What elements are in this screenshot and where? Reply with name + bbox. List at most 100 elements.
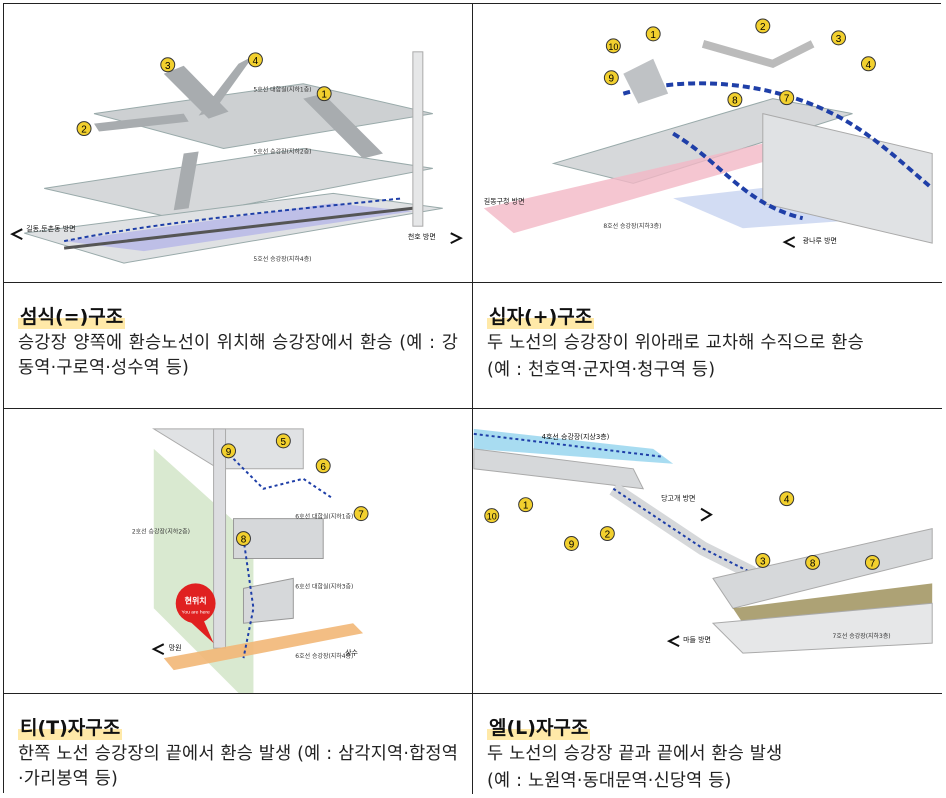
- label-dir-right: 상수: [345, 648, 358, 657]
- svg-text:1: 1: [523, 501, 529, 512]
- svg-text:5: 5: [281, 437, 287, 448]
- svg-text:4: 4: [866, 60, 872, 71]
- label-dir-left: 망원: [169, 643, 182, 652]
- svg-text:8: 8: [810, 558, 816, 569]
- stair-mid: [173, 151, 199, 211]
- badge-group: 1 2 3 4 7 8 9 10: [603, 18, 876, 108]
- svg-text:9: 9: [226, 447, 232, 458]
- stair-1: [623, 58, 669, 104]
- you-are-here-en: You are here: [182, 609, 211, 615]
- line8-band: [483, 143, 793, 234]
- comparison-table: 1 2 3 4 5호선 대합실(지하1층) 5호선 승강장(지하2층) 5호선 …: [3, 3, 942, 794]
- svg-text:9: 9: [609, 74, 615, 85]
- svg-text:8: 8: [732, 96, 738, 107]
- platform-edge: [63, 206, 414, 250]
- concourse-block: [233, 518, 324, 559]
- you-are-here-marker: [175, 583, 216, 624]
- svg-text:2: 2: [760, 22, 766, 33]
- island-structure-svg: 1 2 3 4 5호선 대합실(지하1층) 5호선 승강장(지하2층) 5호선 …: [10, 51, 463, 264]
- concourse-floor-upper: [93, 83, 433, 149]
- you-are-here-label: 현위치: [185, 595, 207, 605]
- label-platform4: 4호선 승강장(지상3층): [542, 432, 610, 441]
- island-structure-diagram: 1 2 3 4 5호선 대합실(지하1층) 5호선 승강장(지하2층) 5호선 …: [4, 4, 473, 283]
- svg-text:9: 9: [569, 540, 575, 551]
- svg-text:2: 2: [605, 530, 611, 541]
- concourse-block-lower: [242, 577, 294, 624]
- t-structure-title: 티(T)자구조: [18, 716, 123, 740]
- label-dir-right: 천호 방면: [408, 232, 436, 241]
- transfer-route: [63, 197, 404, 243]
- stair-2: [701, 40, 815, 69]
- label-platform2: 2호선 승강장(지하2층): [132, 528, 190, 536]
- transfer-route: [612, 487, 754, 575]
- line2-band: [153, 448, 254, 693]
- island-structure-description: 승강장 양쪽에 환승노선이 위치해 승강장에서 환승 (예 : 강동역·구로역·…: [18, 333, 458, 378]
- transfer-route-upper: [622, 81, 934, 190]
- svg-text:6: 6: [320, 462, 326, 473]
- arrow-left-icon: [666, 635, 680, 648]
- arrow-icon: [782, 236, 796, 249]
- label-concourse1: 6호선 대합실(지하1층): [295, 513, 353, 521]
- svg-text:4: 4: [253, 56, 259, 67]
- svg-text:10: 10: [608, 42, 618, 52]
- island-structure-title: 섬식(=)구조: [18, 305, 126, 329]
- line4-band: [473, 428, 674, 464]
- label-dir-left: 길동구청 방면: [484, 196, 525, 205]
- line7-concourse: [712, 527, 933, 609]
- l-structure-diagram: 1 2 3 4 7 8 9 10 4호선 승강장(지상3층) 당고개 방면 7호…: [473, 409, 942, 694]
- arrow-left-icon: [10, 228, 23, 241]
- badge-group: 1 2 3 4: [76, 52, 332, 137]
- line4-concourse: [473, 448, 645, 490]
- cross-structure-title: 십자(+)구조: [487, 305, 595, 329]
- l-structure-title: 엘(L)자구조: [487, 716, 591, 740]
- l-structure-svg: 1 2 3 4 7 8 9 10 4호선 승강장(지상3층) 당고개 방면 7호…: [473, 428, 933, 654]
- svg-text:3: 3: [836, 34, 842, 45]
- svg-text:1: 1: [321, 90, 327, 101]
- label-concourse3: 6호선 대합실(지하3층): [295, 582, 353, 590]
- l-structure-description: 두 노선의 승강장 끝과 끝에서 환승 발생: [487, 744, 783, 764]
- label-platform4: 6호선 승강장(지하4층): [295, 652, 353, 660]
- stair-4: [198, 55, 254, 116]
- elevator-shaft: [412, 51, 424, 227]
- label-platform4: 5호선 승강장(지하4층): [253, 255, 311, 263]
- label-dir-top: 당고개 방면: [661, 494, 695, 503]
- svg-text:2: 2: [81, 125, 87, 136]
- cross-structure-text: 십자(+)구조 두 노선의 승강장이 위아래로 교차해 수직으로 환승 (예 :…: [473, 283, 942, 409]
- badge-group: 1 2 3 4 7 8 9 10: [484, 491, 880, 570]
- concourse-floor-middle: [44, 147, 433, 219]
- vertical-shaft: [213, 428, 227, 649]
- t-structure-diagram: 5 6 7 8 9 2호선 승강장(지하2층) 6호선 대합실(지하1층) 6호…: [4, 409, 473, 694]
- label-dir-bottom: 마들 방면: [683, 635, 711, 644]
- cross-structure-svg: 1 2 3 4 7 8 9 10 길동구청 방면 8호선 승강장(지하3층) 광…: [483, 18, 934, 249]
- line6-band: [163, 623, 364, 671]
- stair-1: [303, 93, 383, 159]
- svg-text:8: 8: [241, 535, 247, 546]
- label-platform2: 5호선 승강장(지하2층): [253, 147, 311, 155]
- you-are-here-pointer: [188, 620, 214, 644]
- cross-structure-description: 두 노선의 승강장이 위아래로 교차해 수직으로 환승: [487, 333, 864, 353]
- label-concourse1: 5호선 대합실(지하1층): [253, 86, 311, 94]
- line4-route: [473, 432, 664, 458]
- line7-platform: [711, 602, 933, 654]
- transfer-route-lower: [672, 131, 804, 221]
- svg-text:1: 1: [650, 30, 656, 41]
- t-structure-text: 티(T)자구조 한쪽 노선 승강장의 끝에서 환승 발생 (예 : 삼각지역·합…: [4, 694, 473, 794]
- badge-group: 5 6 7 8 9: [221, 433, 369, 547]
- arrow-right-icon: [700, 507, 713, 522]
- label-dir-left: 길동,둔촌동 방면: [26, 224, 75, 233]
- stair-2: [94, 113, 189, 132]
- cross-structure-example: (예 : 천호역·군자역·청구역 등): [487, 360, 716, 380]
- t-structure-svg: 5 6 7 8 9 2호선 승강장(지하2층) 6호선 대합실(지하1층) 6호…: [132, 428, 369, 693]
- svg-text:7: 7: [358, 510, 364, 521]
- svg-text:4: 4: [784, 495, 790, 506]
- label-platform8: 8호선 승강장(지하3층): [603, 222, 661, 230]
- arrow-left-icon: [151, 643, 165, 656]
- l-structure-example: (예 : 노원역·동대문역·신당역 등): [487, 771, 732, 791]
- svg-text:10: 10: [487, 512, 497, 522]
- label-dir-right: 광나루 방면: [803, 236, 837, 245]
- svg-text:7: 7: [870, 558, 876, 569]
- l-structure-text: 엘(L)자구조 두 노선의 승강장 끝과 끝에서 환승 발생 (예 : 노원역·…: [473, 694, 942, 794]
- transfer-route-vertical: [242, 538, 255, 659]
- cross-structure-diagram: 1 2 3 4 7 8 9 10 길동구청 방면 8호선 승강장(지하3층) 광…: [473, 4, 942, 283]
- svg-text:7: 7: [784, 94, 790, 105]
